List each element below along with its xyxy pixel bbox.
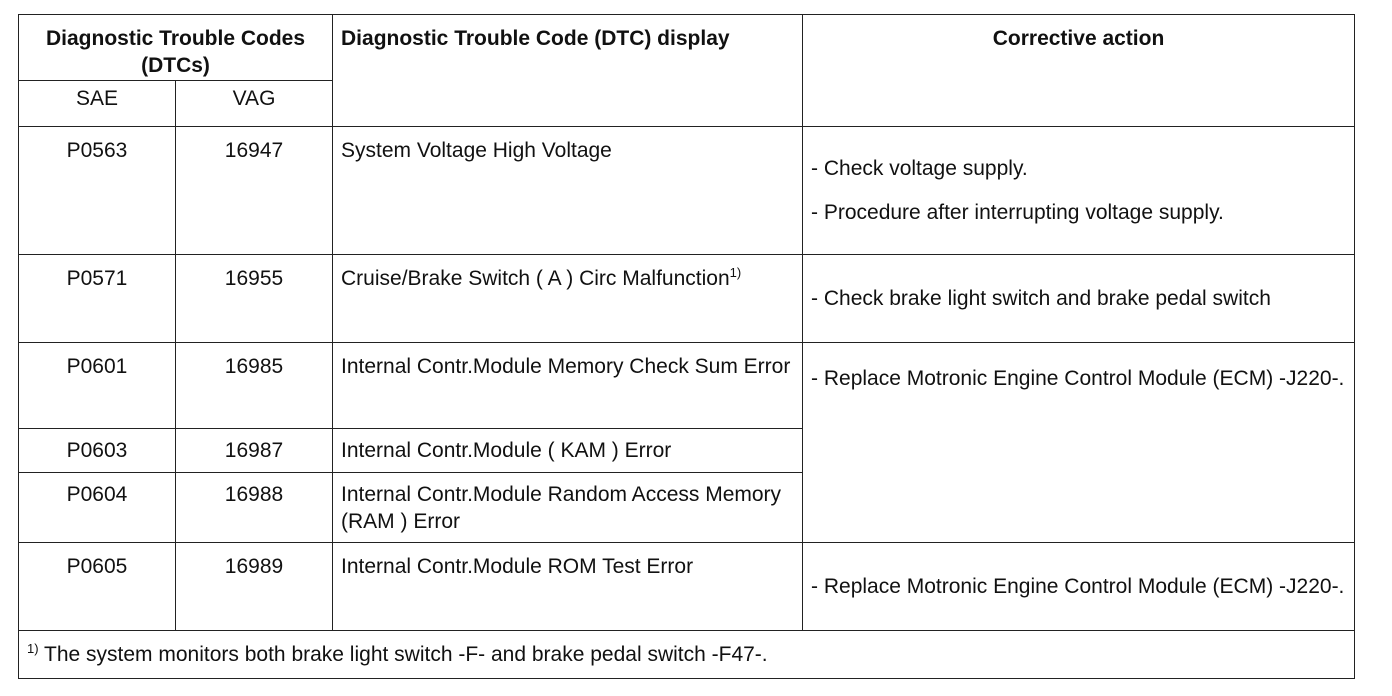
sae-code: P0604 xyxy=(18,472,176,543)
dtc-display-text: Cruise/Brake Switch ( A ) Circ Malfuncti… xyxy=(341,267,730,290)
header-action: Corrective action xyxy=(802,14,1356,127)
corrective-action: - Replace Motronic Engine Control Module… xyxy=(802,542,1356,631)
table-row: P0604 16988 Internal Contr.Module Random… xyxy=(18,472,1355,543)
header-vag: VAG xyxy=(174,80,334,127)
vag-code: 16989 xyxy=(174,542,334,631)
action-line: - Replace Motronic Engine Control Module… xyxy=(811,574,1345,598)
dtc-table-container: Diagnostic Trouble Codes (DTCs) Diagnost… xyxy=(17,14,1356,680)
table-row: P0605 16989 Internal Contr.Module ROM Te… xyxy=(18,542,1356,631)
dtc-display: Cruise/Brake Switch ( A ) Circ Malfuncti… xyxy=(332,254,804,343)
vag-code: 16987 xyxy=(174,428,334,473)
dtc-display: Internal Contr.Module ROM Test Error xyxy=(332,542,804,631)
header-subrow: SAE VAG xyxy=(18,80,1355,127)
dtc-table: Diagnostic Trouble Codes (DTCs) Diagnost… xyxy=(17,14,1356,680)
vag-code: 16988 xyxy=(174,472,334,543)
vag-code: 16985 xyxy=(174,342,334,429)
corrective-action: - Check brake light switch and brake ped… xyxy=(802,254,1356,343)
table-row: P0601 16985 Internal Contr.Module Memory… xyxy=(18,342,1356,543)
action-line: - Check voltage supply. xyxy=(811,157,1028,181)
header-display: Diagnostic Trouble Code (DTC) display xyxy=(332,14,804,127)
corrective-action: - Check voltage supply. - Procedure afte… xyxy=(802,126,1356,255)
footnote: 1) The system monitors both brake light … xyxy=(17,629,1356,680)
action-line: - Replace Motronic Engine Control Module… xyxy=(811,367,1345,390)
footnote-text: The system monitors both brake light swi… xyxy=(38,643,768,666)
footnote-mark: 1) xyxy=(27,641,39,656)
sae-code: P0571 xyxy=(18,254,176,343)
action-line: - Check brake light switch and brake ped… xyxy=(811,286,1271,310)
footnote-ref: 1) xyxy=(729,265,742,280)
header-row: Diagnostic Trouble Codes (DTCs) Diagnost… xyxy=(17,14,1356,127)
vag-code: 16947 xyxy=(174,126,334,255)
header-sae: SAE xyxy=(18,80,176,127)
sae-code: P0601 xyxy=(18,342,176,429)
header-dtc-group: Diagnostic Trouble Codes (DTCs) xyxy=(17,14,334,81)
table-row: P0571 16955 Cruise/Brake Switch ( A ) Ci… xyxy=(18,254,1356,343)
sae-code: P0603 xyxy=(18,428,176,473)
sae-code: P0605 xyxy=(18,542,176,631)
dtc-display: System Voltage High Voltage xyxy=(332,126,804,255)
action-line: - Procedure after interrupting voltage s… xyxy=(811,200,1224,224)
table-row: P0603 16987 Internal Contr.Module ( KAM … xyxy=(18,428,1355,473)
dtc-display: Internal Contr.Module Memory Check Sum E… xyxy=(332,342,804,429)
sae-code: P0563 xyxy=(18,126,176,255)
corrective-action: - Replace Motronic Engine Control Module… xyxy=(802,342,1356,543)
dtc-display: Internal Contr.Module ( KAM ) Error xyxy=(332,428,804,473)
table-row: P0563 16947 System Voltage High Voltage … xyxy=(18,126,1356,255)
dtc-display: Internal Contr.Module Random Access Memo… xyxy=(332,472,804,543)
vag-code: 16955 xyxy=(174,254,334,343)
footnote-row: 1) The system monitors both brake light … xyxy=(17,629,1356,680)
